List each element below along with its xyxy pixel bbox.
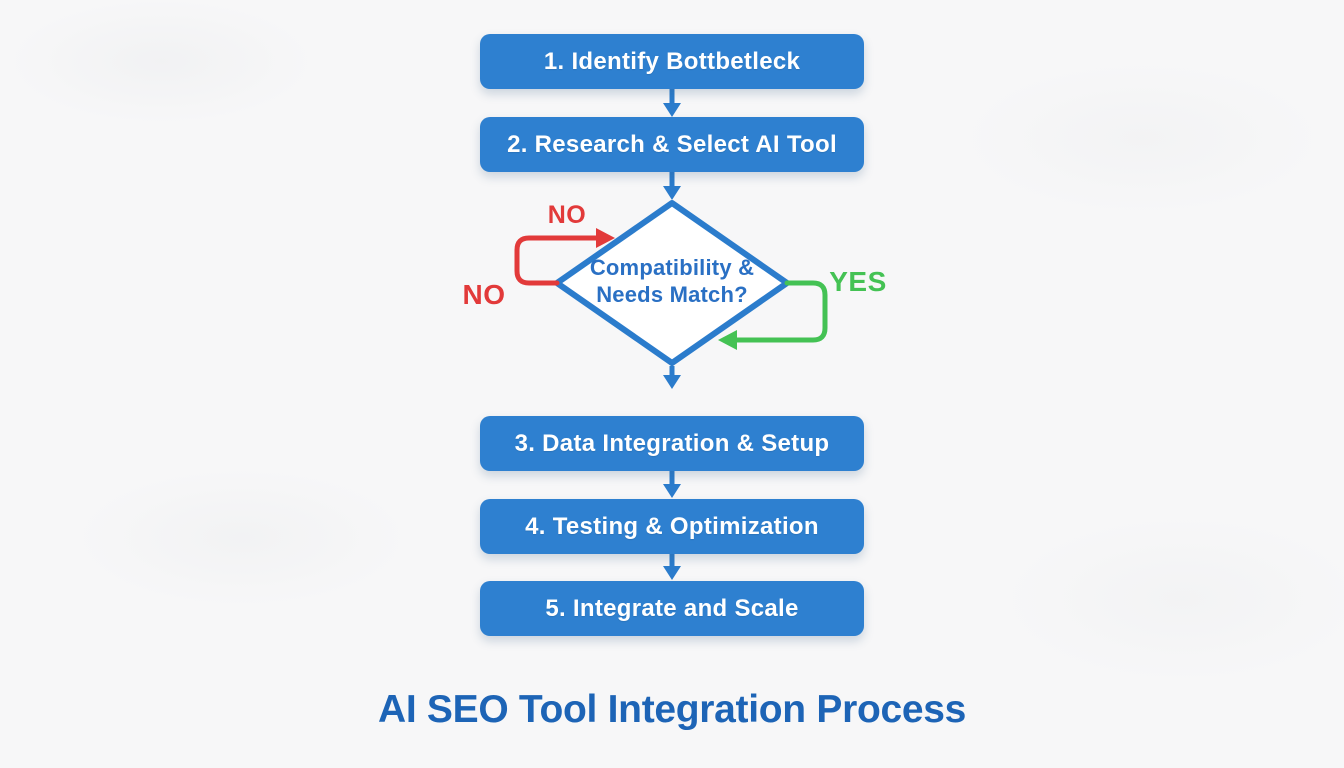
step-box-1: 1. Identify Bottbetleck [480, 34, 864, 89]
no-label-top: NO [547, 201, 587, 229]
yes-loop-arrow [718, 280, 828, 350]
step-label-2: 2. Research & Select AI Tool [507, 130, 837, 158]
decision-label-line1: Compatibility & [589, 255, 755, 280]
no-loop-arrow [514, 228, 615, 286]
yes-label: YES [829, 266, 887, 297]
decision-label-line2: Needs Match? [596, 282, 748, 307]
step-box-3: 3. Data Integration & Setup [480, 416, 864, 471]
step-label-4: 4. Testing & Optimization [525, 512, 819, 540]
step-box-4: 4. Testing & Optimization [480, 499, 864, 554]
decision-diamond [554, 200, 790, 366]
step-box-2: 2. Research & Select AI Tool [480, 117, 864, 172]
step-box-5: 5. Integrate and Scale [480, 581, 864, 636]
no-label-left: NO [462, 279, 506, 310]
step-label-3: 3. Data Integration & Setup [514, 429, 830, 457]
step-label-5: 5. Integrate and Scale [545, 594, 799, 622]
connector-arrow-3 [663, 366, 681, 389]
connector-arrow-5 [663, 554, 681, 580]
step-label-1: 1. Identify Bottbetleck [543, 47, 801, 75]
connector-arrow-2 [663, 172, 681, 200]
connector-arrow-4 [663, 471, 681, 498]
flowchart-title: AI SEO Tool Integration Process [377, 688, 967, 731]
connector-arrow-1 [663, 89, 681, 117]
decision-label: Compatibility & Needs Match? [562, 254, 782, 308]
